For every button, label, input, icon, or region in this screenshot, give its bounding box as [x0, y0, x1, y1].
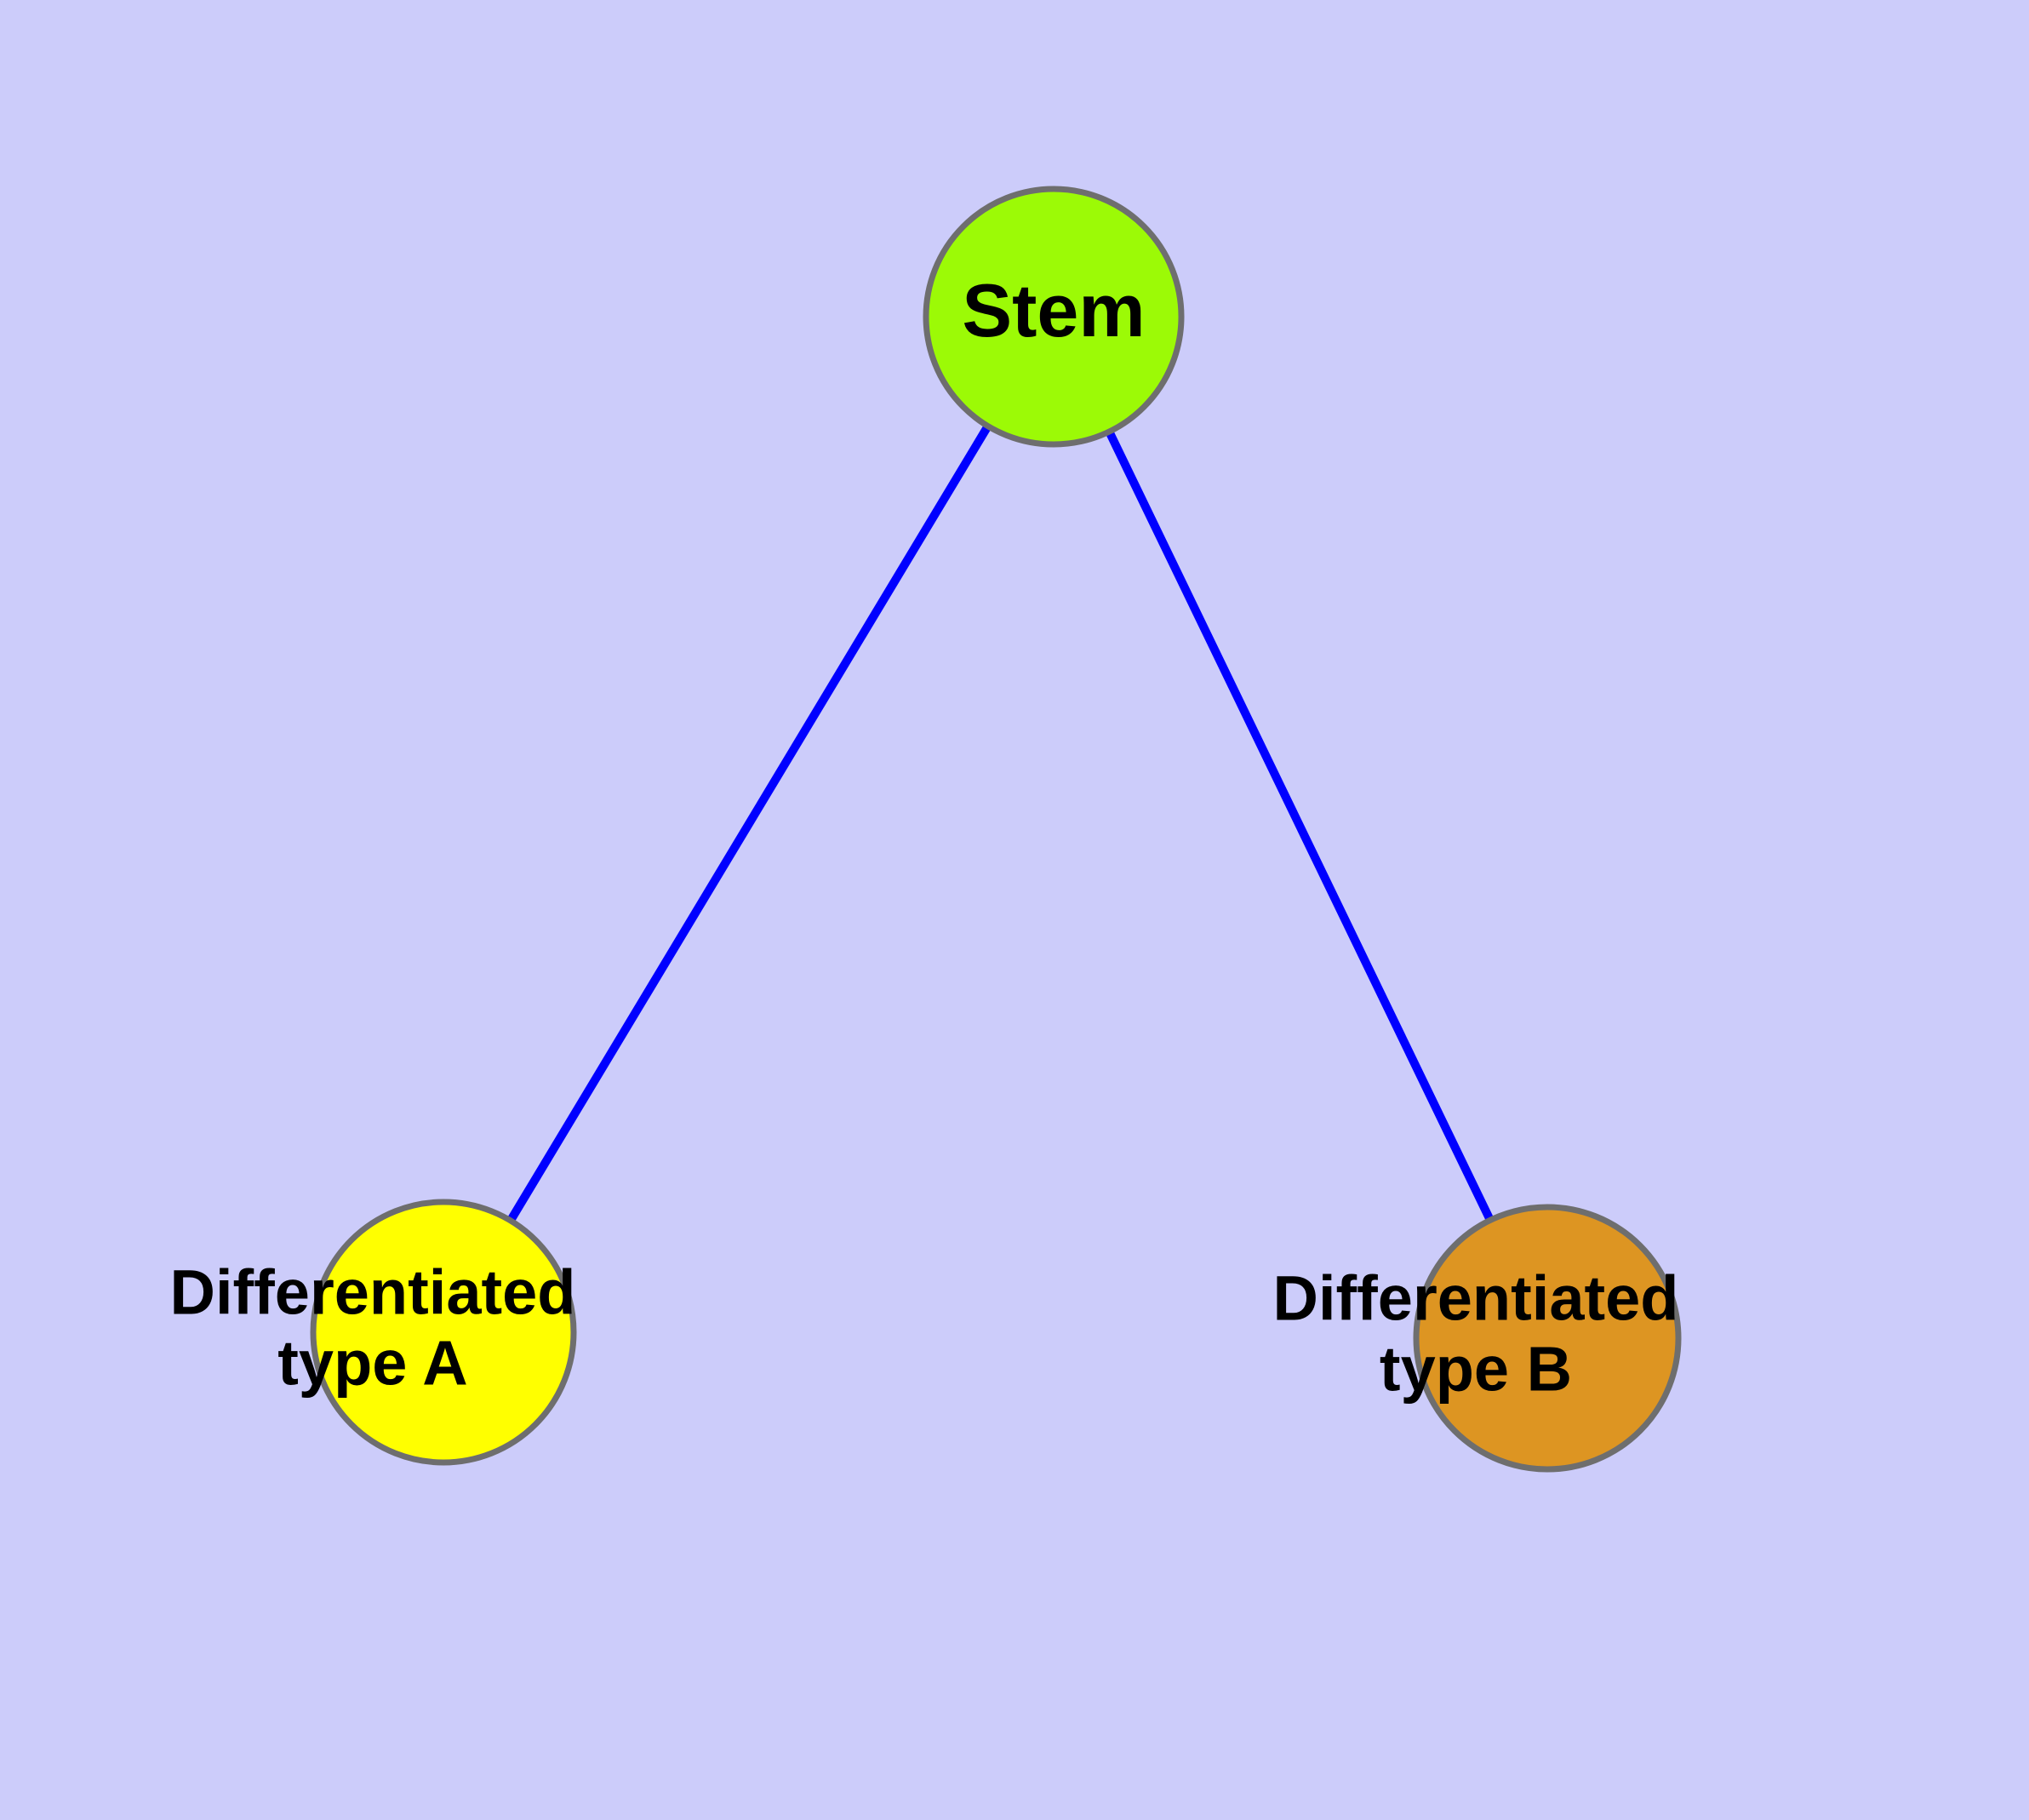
node-label-line: Stem	[962, 268, 1145, 352]
node-stem[interactable]	[923, 186, 1185, 448]
node-label-line: type B	[1380, 1333, 1572, 1404]
edges-layer	[439, 312, 1552, 1342]
node-label-line: Differentiated	[1273, 1262, 1679, 1333]
node-label-stem: Stem	[962, 268, 1145, 352]
nodes-layer	[310, 186, 1682, 1473]
edge-stem-to-b[interactable]	[1049, 312, 1552, 1342]
node-diff_a[interactable]	[310, 1199, 577, 1466]
node-label-line: type A	[277, 1327, 467, 1398]
node-diff_b[interactable]	[1413, 1204, 1682, 1473]
node-label-line: Differentiated	[170, 1256, 576, 1327]
edge-stem-to-a[interactable]	[439, 312, 1058, 1336]
